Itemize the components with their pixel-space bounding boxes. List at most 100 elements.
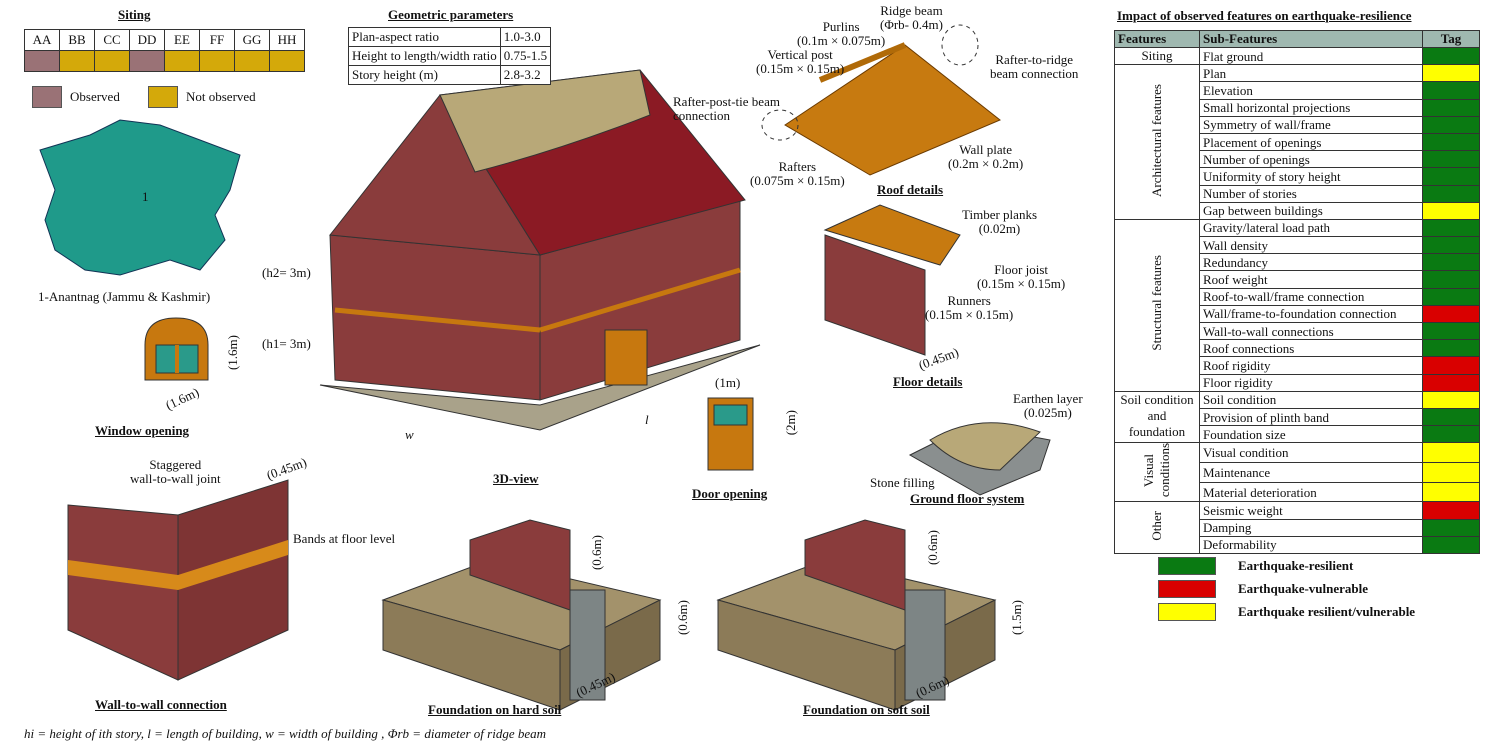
wall-drawing (67, 479, 289, 681)
sub-feature: Roof connections (1199, 339, 1423, 358)
site-label: CC (94, 29, 130, 51)
feature-group: Architectural features (1149, 83, 1164, 197)
tag-cell (1422, 407, 1480, 427)
tag-cell (1422, 356, 1480, 375)
sub-feature: Elevation (1199, 81, 1423, 100)
param-label: Height to length/width ratio (348, 46, 501, 66)
ground-floor-drawing (908, 422, 1051, 496)
table-row: Placement of openings (1115, 132, 1480, 152)
param-value: 1.0-3.0 (499, 27, 552, 47)
header-cell: Sub-Features (1199, 30, 1423, 48)
sub-feature: Wall density (1199, 236, 1423, 255)
tag-cell (1422, 201, 1480, 220)
legend-label: Earthquake-resilient (1238, 557, 1354, 573)
table-row: Damping (1115, 518, 1480, 537)
sub-feature: Placement of openings (1199, 132, 1423, 152)
site-label: HH (269, 29, 305, 51)
tag-cell (1422, 98, 1480, 117)
feature-group: Visual conditions (1141, 443, 1172, 498)
door-width-dim: (1m) (715, 375, 741, 390)
tag-cell (1422, 270, 1480, 289)
tag-cell (1422, 236, 1480, 255)
feature-group: Soil condition and foundation (1120, 391, 1194, 439)
site-label: EE (164, 29, 200, 51)
site-label: DD (129, 29, 165, 51)
window-drawing (144, 317, 209, 381)
h2-dim: (h2= 3m) (262, 265, 311, 280)
table-row: Gap between buildings (1115, 201, 1480, 220)
purlins-label: Purlins(0.1m × 0.075m) (797, 19, 886, 49)
floor-caption: Floor details (893, 374, 963, 389)
earthen-label: Earthen layer(0.025m) (1013, 391, 1083, 421)
h1-dim: (h1= 3m) (262, 336, 311, 351)
param-label: Story height (m) (348, 65, 501, 85)
site-status-cell (199, 50, 235, 72)
planks-label: Timber planks(0.02m) (962, 207, 1037, 237)
width-dim: w (405, 427, 414, 442)
soft-caption: Foundation on soft soil (803, 702, 930, 717)
site-status-cell (234, 50, 270, 72)
sub-feature: Roof rigidity (1199, 356, 1423, 375)
impact-title: Impact of observed features on earthquak… (1117, 8, 1412, 23)
tag-cell (1422, 150, 1480, 169)
table-row: Foundation size (1115, 425, 1480, 444)
site-status-cell (164, 50, 200, 72)
legend-label: Earthquake resilient/vulnerable (1238, 603, 1416, 619)
tag-cell (1422, 253, 1480, 272)
siting-title: Siting (118, 7, 151, 22)
tag-cell (1422, 535, 1480, 555)
door-caption: Door opening (692, 486, 768, 501)
table-row: Provision of plinth band (1115, 407, 1480, 427)
feature-group: Structural features (1149, 255, 1164, 352)
sub-feature: Provision of plinth band (1199, 407, 1423, 427)
table-row: Wall-to-wall connections (1115, 321, 1480, 341)
hard-foundation-drawing (381, 519, 662, 711)
sub-feature: Floor rigidity (1199, 373, 1423, 392)
sub-feature: Seismic weight (1199, 501, 1423, 520)
observed-swatch (32, 86, 62, 108)
tag-cell (1422, 184, 1480, 203)
roof-caption: Roof details (877, 182, 944, 197)
sub-feature: Wall/frame-to-foundation connection (1199, 304, 1423, 324)
tag-cell (1422, 46, 1480, 66)
param-value: 2.8-3.2 (499, 65, 552, 85)
hard-plinth-dim: (0.6m) (589, 535, 604, 571)
header-cell: Features (1114, 30, 1200, 48)
table-row: Small horizontal projections (1115, 98, 1480, 117)
site-status-cell (94, 50, 130, 72)
map-region-number: 1 (142, 189, 149, 204)
rafters-label: Rafters(0.075m × 0.15m) (750, 159, 845, 189)
site-label: BB (59, 29, 95, 51)
table-row: Roof connections (1115, 339, 1480, 358)
sub-feature: Deformability (1199, 535, 1423, 555)
tag-cell (1422, 373, 1480, 392)
sub-feature: Symmetry of wall/frame (1199, 115, 1423, 134)
table-row: Roof rigidity (1115, 356, 1480, 375)
feature-group: Siting (1141, 48, 1173, 63)
tag-cell (1422, 518, 1480, 537)
door-height-dim: (2m) (783, 410, 798, 436)
sub-feature: Roof weight (1199, 270, 1423, 289)
tag-cell (1422, 501, 1480, 520)
sub-feature: Number of stories (1199, 184, 1423, 203)
post-label: Vertical post(0.15m × 0.15m) (756, 47, 845, 77)
wall-plate-label: Wall plate(0.2m × 0.2m) (948, 142, 1024, 172)
ground-caption: Ground floor system (910, 491, 1025, 506)
tag-cell (1422, 115, 1480, 134)
site-status-cell (24, 50, 60, 72)
legend-swatch (1158, 602, 1216, 621)
observed-label: Observed (70, 89, 120, 104)
geometric-title: Geometric parameters (388, 7, 514, 22)
sub-feature: Number of openings (1199, 150, 1423, 169)
tag-cell (1422, 81, 1480, 100)
